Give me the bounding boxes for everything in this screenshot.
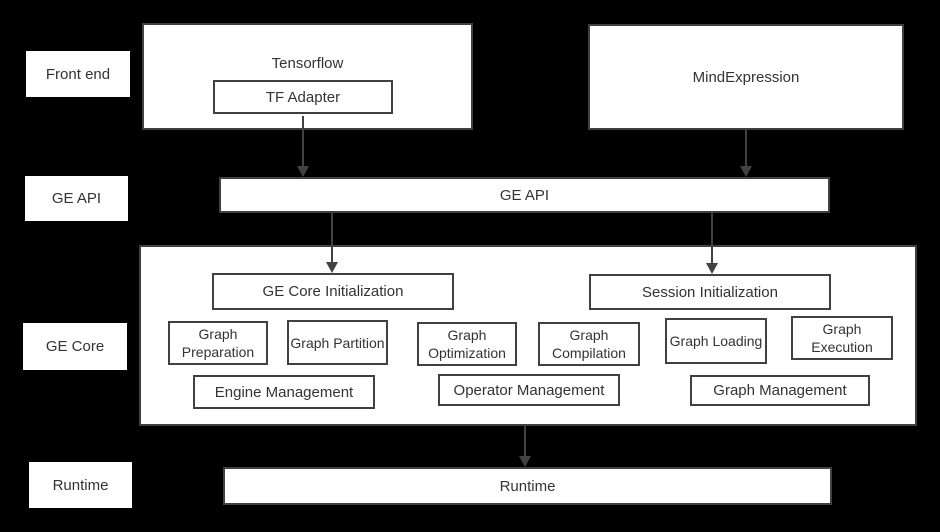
ge-api-bar: GE API	[219, 177, 830, 213]
layer-label-ge-api: GE API	[25, 176, 128, 221]
mindexpression-box: MindExpression	[588, 24, 904, 130]
arrow-tf-adapter-to-ge-api	[297, 116, 309, 177]
stage-box-graph-loading: Graph Loading	[665, 318, 767, 364]
arrow-ge-core-to-runtime	[519, 426, 531, 467]
arrow-ge-api-to-session-initialization	[706, 213, 718, 274]
operator-management-box: Operator Management	[438, 374, 620, 406]
graph-management-box: Graph Management	[690, 375, 870, 406]
layer-label-runtime: Runtime	[29, 462, 132, 508]
layer-label-ge-core: GE Core	[23, 323, 127, 370]
layer-label-front-end: Front end	[26, 51, 130, 97]
arrow-ge-api-to-ge-core-initialization	[326, 213, 338, 273]
arrow-mindexpression-to-ge-api	[740, 130, 752, 177]
stage-box-graph-optimization: Graph Optimization	[417, 322, 517, 366]
stage-box-graph-compilation: Graph Compilation	[538, 322, 640, 366]
ge-core-initialization-box: GE Core Initialization	[212, 273, 454, 310]
stage-box-graph-preparation: Graph Preparation	[168, 321, 268, 365]
tf-adapter-box: TF Adapter	[213, 80, 393, 114]
stage-box-graph-execution: Graph Execution	[791, 316, 893, 360]
ge-core-box: GE Core Initialization Session Initializ…	[139, 245, 917, 426]
stage-box-graph-partition: Graph Partition	[287, 320, 388, 365]
session-initialization-box: Session Initialization	[589, 274, 831, 310]
engine-management-box: Engine Management	[193, 375, 375, 409]
runtime-bar: Runtime	[223, 467, 832, 505]
tensorflow-box: Tensorflow TF Adapter	[142, 23, 473, 130]
tensorflow-title: Tensorflow	[271, 55, 344, 72]
